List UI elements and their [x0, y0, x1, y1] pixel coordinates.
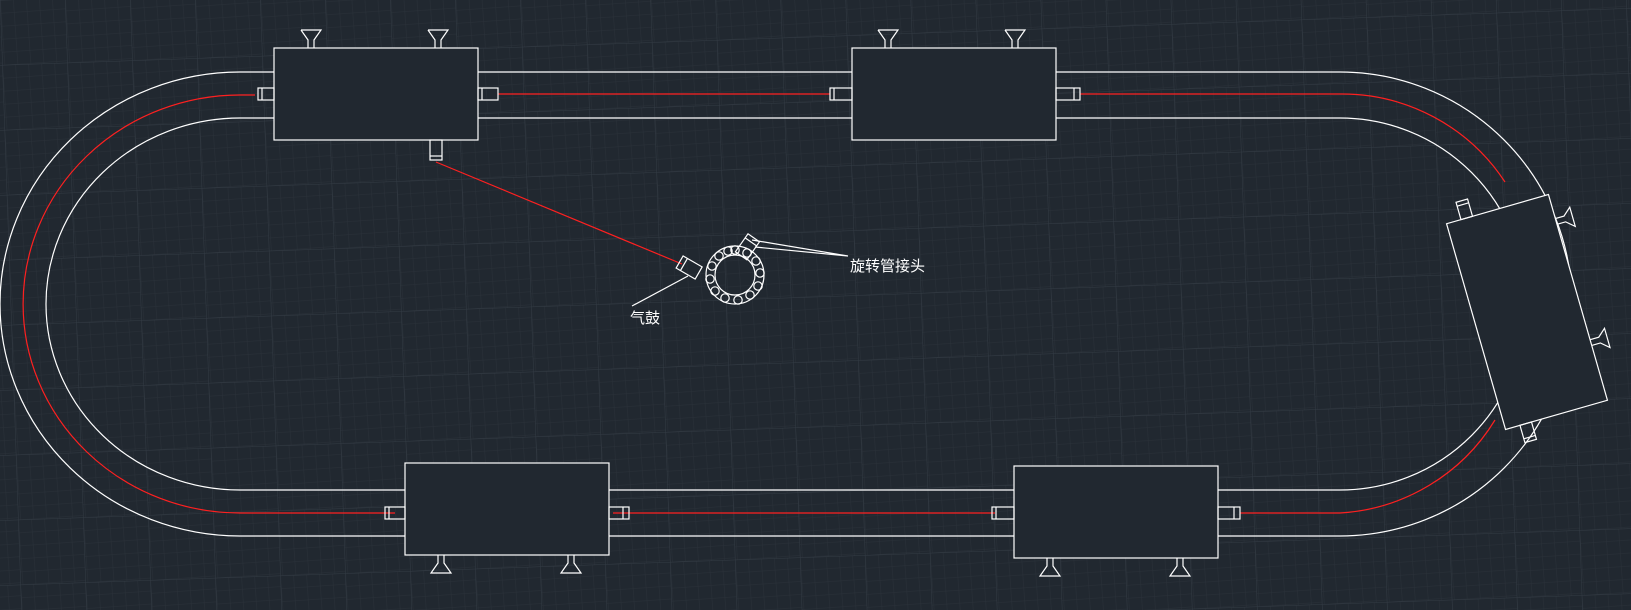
drum-connector	[675, 255, 703, 280]
carriage-bottom-left[interactable]	[384, 462, 630, 574]
air-drum[interactable]	[675, 232, 765, 305]
track-inner-rail	[45, 117, 1527, 491]
track-outer-rail	[0, 71, 1573, 537]
air-drum-leader	[631, 275, 689, 307]
air-pipe-loop	[1240, 419, 1496, 514]
drum-bearing-balls	[705, 245, 765, 305]
carriage-right[interactable]	[1442, 173, 1629, 447]
carriage-top-right[interactable]	[829, 29, 1081, 141]
rotary-joint-connector	[734, 232, 761, 261]
air-pipe-to-drum	[435, 161, 683, 265]
nozzle	[429, 555, 583, 574]
carriage-top-left[interactable]	[257, 29, 499, 161]
air-drum-label: 气鼓	[630, 309, 660, 327]
pipe-connector	[829, 87, 1081, 101]
nozzle	[300, 29, 450, 48]
air-pipe-loop	[1080, 93, 1506, 183]
air-pipe-loop	[22, 94, 395, 514]
nozzle	[1555, 205, 1611, 349]
pipe-connector	[257, 87, 499, 161]
pipe-connector	[991, 506, 1241, 520]
carriage-bottom-right[interactable]	[991, 465, 1241, 577]
nozzle	[1038, 558, 1192, 577]
pipe-connector	[1455, 198, 1538, 444]
rotary-joint-label: 旋转管接头	[850, 257, 925, 275]
pipe-connector	[384, 506, 630, 520]
rotary-joint-leader	[751, 239, 849, 257]
nozzle	[877, 29, 1027, 48]
